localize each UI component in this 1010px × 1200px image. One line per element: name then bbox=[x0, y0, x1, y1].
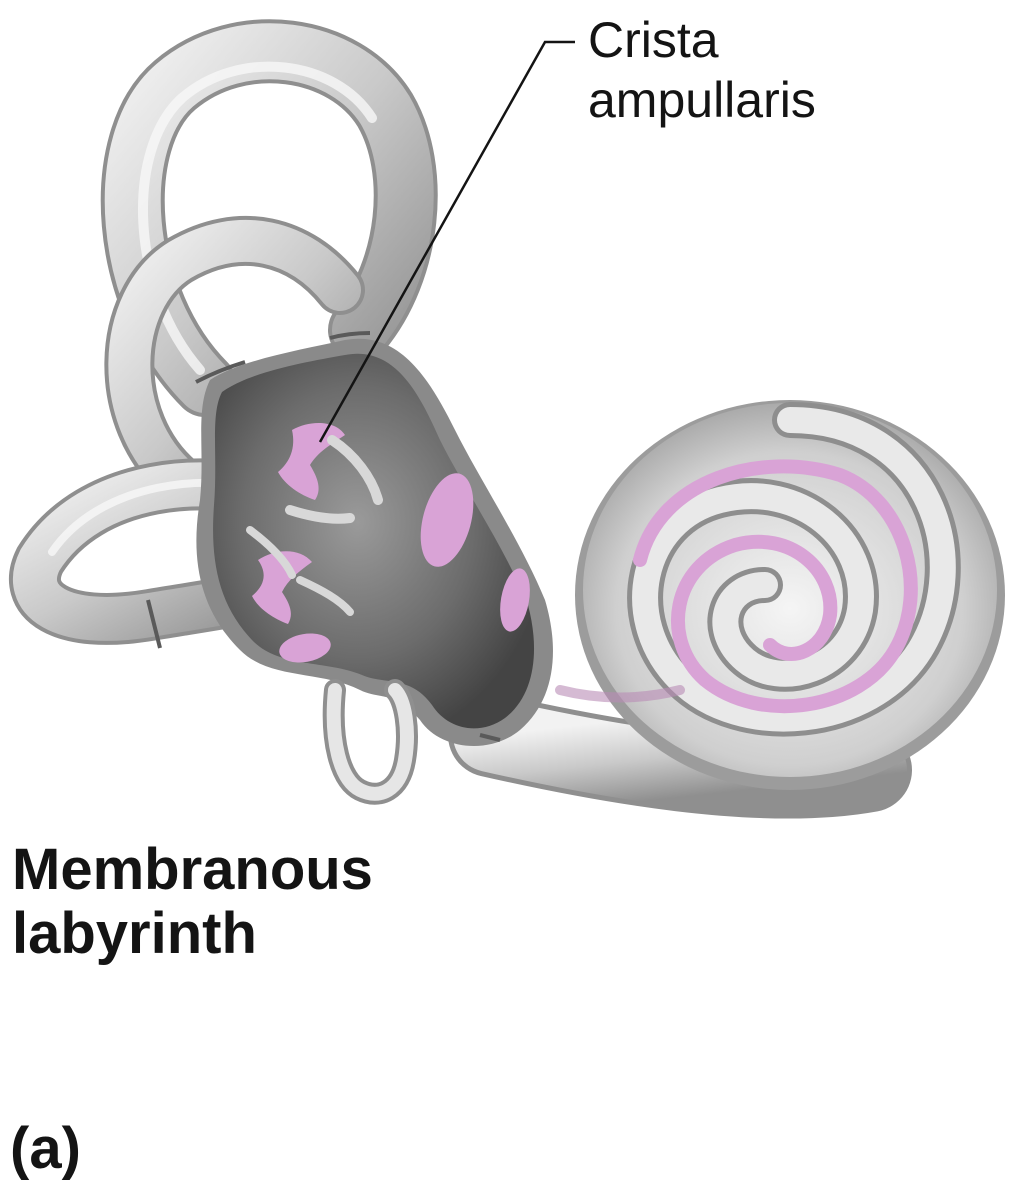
panel-label: (a) bbox=[10, 1116, 81, 1181]
crista-label-line1: Crista bbox=[588, 12, 719, 68]
title-line2: labyrinth bbox=[12, 901, 257, 966]
membranous-labyrinth-title: Membranous labyrinth bbox=[12, 838, 373, 966]
callout-leader-line bbox=[318, 40, 575, 443]
crista-ampullaris-label: Crista ampullaris bbox=[588, 10, 816, 130]
title-line1: Membranous bbox=[12, 837, 373, 902]
cochlea bbox=[555, 400, 1005, 790]
crista-label-line2: ampullaris bbox=[588, 72, 816, 128]
